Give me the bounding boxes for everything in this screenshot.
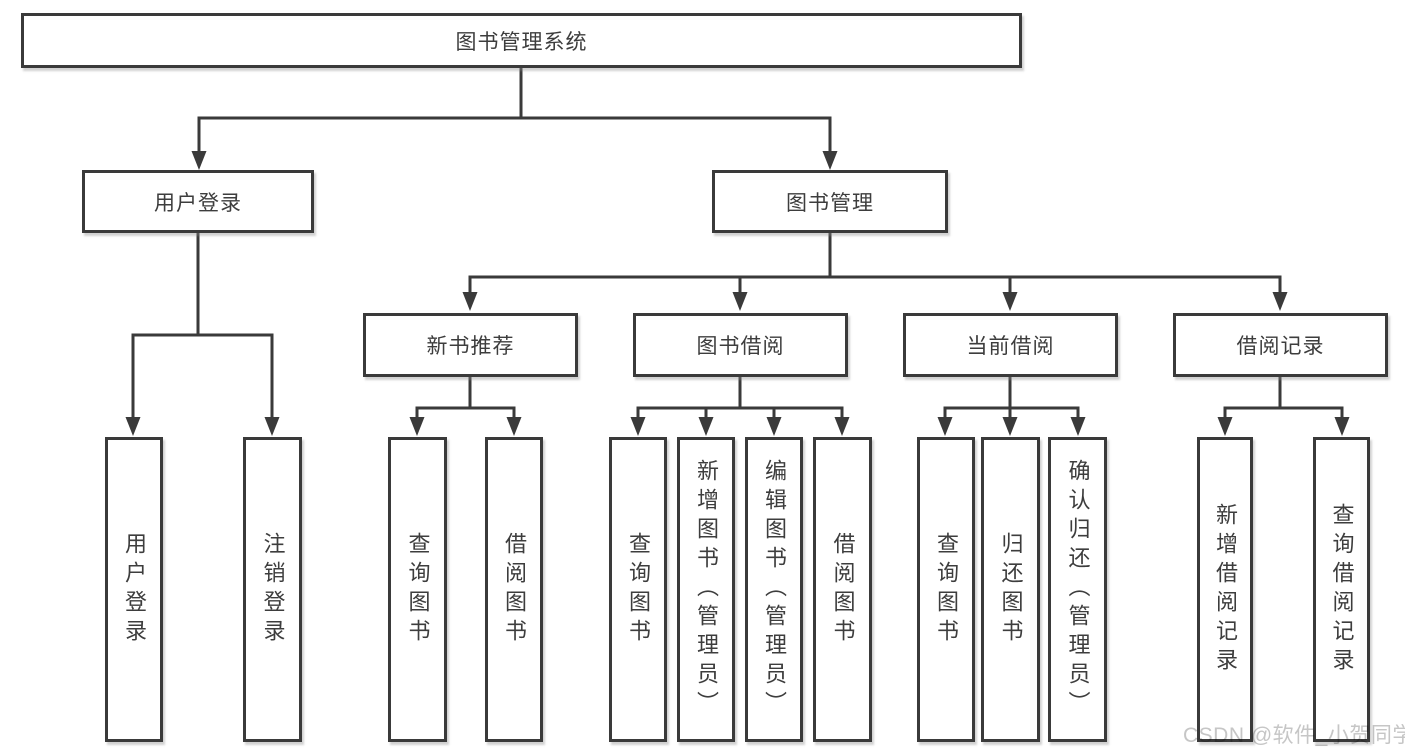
node-current-borrow: 当前借阅: [903, 313, 1118, 377]
leaf-borrow-books-1: 借阅图书: [485, 437, 543, 742]
leaf-borrow-books-2: 借阅图书: [813, 437, 872, 742]
leaf-label: 新增借阅记录: [1213, 502, 1238, 677]
arrowhead: [264, 417, 280, 436]
leaf-return-books: 归还图书: [981, 437, 1040, 742]
node-borrow-records: 借阅记录: [1173, 313, 1388, 377]
node-new-book-recommend-label: 新书推荐: [426, 335, 515, 358]
node-book-mgmt: 图书管理: [712, 170, 948, 233]
connector-borrow-records: [1223, 377, 1344, 418]
node-root-label: 图书管理系统: [455, 30, 588, 54]
arrowhead: [1070, 417, 1086, 436]
leaf-query-books-3: 查询图书: [917, 437, 975, 742]
arrowhead: [698, 417, 714, 436]
arrowhead: [409, 417, 425, 436]
connector-user-login: [131, 233, 274, 418]
node-book-borrow-label: 图书借阅: [696, 335, 785, 358]
node-book-borrow: 图书借阅: [633, 313, 848, 377]
arrowhead: [937, 417, 953, 436]
node-root: 图书管理系统: [21, 13, 1022, 68]
node-current-borrow-label: 当前借阅: [966, 335, 1055, 358]
leaf-user-login: 用户登录: [105, 437, 163, 742]
leaf-label: 借阅图书: [502, 531, 527, 648]
connector-book-mgmt: [468, 233, 1282, 293]
connector-book-borrow: [636, 377, 844, 418]
leaf-label: 查询图书: [405, 531, 431, 648]
arrowhead: [1217, 417, 1233, 436]
leaf-label: 查询图书: [626, 531, 651, 648]
arrowhead: [732, 292, 748, 311]
arrowhead: [822, 151, 838, 170]
connector-new-book-recommend: [415, 377, 516, 418]
leaf-label: 确认归还（管理员）: [1065, 459, 1091, 720]
arrowhead: [125, 417, 141, 436]
arrowhead: [630, 417, 646, 436]
leaf-label: 用户登录: [122, 531, 147, 648]
arrowhead: [506, 417, 522, 436]
node-borrow-records-label: 借阅记录: [1236, 335, 1325, 358]
arrowhead: [1002, 292, 1018, 311]
node-user-login: 用户登录: [82, 170, 314, 233]
node-book-mgmt-label: 图书管理: [786, 191, 874, 215]
leaf-logout-login: 注销登录: [243, 437, 302, 742]
arrowhead: [1272, 292, 1288, 311]
leaf-add-borrow-record: 新增借阅记录: [1197, 437, 1253, 742]
node-new-book-recommend: 新书推荐: [363, 313, 578, 377]
leaf-add-books-admin: 新增图书（管理员）: [677, 437, 735, 742]
leaf-confirm-return-admin: 确认归还（管理员）: [1048, 437, 1107, 742]
leaf-label: 编辑图书（管理员）: [762, 459, 787, 720]
leaf-query-books-1: 查询图书: [388, 437, 447, 742]
arrowhead: [766, 417, 782, 436]
watermark: CSDN @软件_小贺同学: [1183, 724, 1405, 747]
arrowhead: [191, 151, 207, 170]
connector-current-borrow: [943, 377, 1080, 418]
node-user-login-label: 用户登录: [154, 191, 242, 215]
arrowhead: [1002, 417, 1018, 436]
leaf-edit-books-admin: 编辑图书（管理员）: [745, 437, 803, 742]
leaf-query-books-2: 查询图书: [609, 437, 667, 742]
leaf-label: 归还图书: [998, 531, 1024, 648]
leaf-label: 借阅图书: [830, 531, 856, 648]
arrowhead: [834, 417, 850, 436]
arrowhead: [462, 292, 478, 311]
leaf-label: 查询图书: [934, 531, 959, 648]
connector-root-stem: [197, 68, 832, 152]
leaf-label: 新增图书（管理员）: [694, 459, 719, 720]
arrowhead: [1334, 417, 1350, 436]
leaf-label: 注销登录: [260, 531, 286, 648]
leaf-query-borrow-record: 查询借阅记录: [1313, 437, 1370, 742]
leaf-label: 查询借阅记录: [1329, 502, 1355, 677]
